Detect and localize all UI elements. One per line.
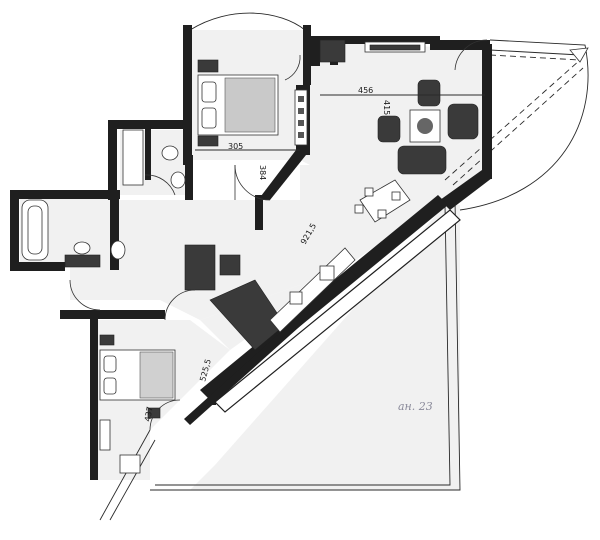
dim-bedroom-bottom-depth: 437 (143, 406, 155, 423)
balcony-outline (99, 12, 589, 521)
pencil-note: ан. 23 (398, 400, 433, 413)
bathrooms (21, 129, 186, 268)
dim-living-width: 456 (358, 86, 373, 95)
dim-bedroom-top-width: 305 (228, 142, 243, 151)
kitchen (219, 179, 411, 333)
walls (10, 25, 492, 480)
dim-bedroom-top-depth: 384 (258, 165, 267, 180)
living-room (319, 39, 485, 175)
doors (69, 39, 488, 431)
dim-living-depth: 415 (382, 100, 391, 115)
bedroom-top (195, 59, 308, 151)
bedroom-bottom (99, 334, 176, 474)
